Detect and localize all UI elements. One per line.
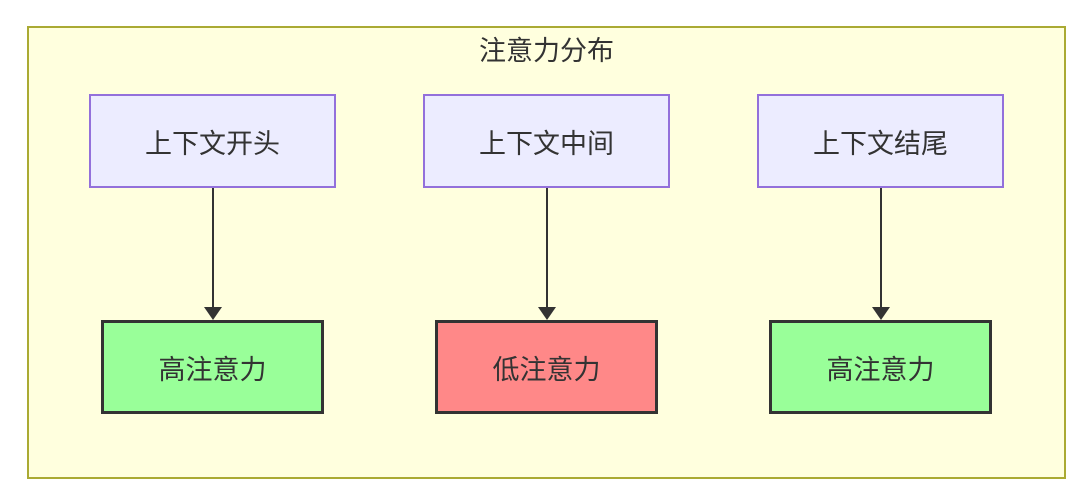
attention-column-end: 上下文结尾 高注意力 [757, 94, 1004, 414]
arrow-down-1 [203, 188, 222, 320]
diagram-columns: 上下文开头 高注意力 上下文中间 低注意力 [29, 94, 1064, 414]
arrow-head-icon [537, 307, 556, 320]
attention-column-start: 上下文开头 高注意力 [89, 94, 336, 414]
diagram-canvas: 注意力分布 上下文开头 高注意力 上下文中间 低 [27, 26, 1066, 479]
arrow-line [879, 188, 882, 308]
node-context-start-label: 上下文开头 [145, 128, 280, 159]
arrow-line [211, 188, 214, 308]
node-high-attention-2: 高注意力 [769, 320, 992, 414]
node-low-attention-label: 低注意力 [492, 354, 601, 385]
node-context-middle-label: 上下文中间 [479, 128, 614, 159]
arrow-down-2 [537, 188, 556, 320]
attention-column-middle: 上下文中间 低注意力 [423, 94, 670, 414]
node-context-end: 上下文结尾 [757, 94, 1004, 188]
node-context-end-label: 上下文结尾 [813, 128, 948, 159]
node-low-attention: 低注意力 [435, 320, 658, 414]
arrow-head-icon [203, 307, 222, 320]
node-context-middle: 上下文中间 [423, 94, 670, 188]
node-high-attention-1: 高注意力 [101, 320, 324, 414]
arrow-down-3 [871, 188, 890, 320]
node-high-attention-1-label: 高注意力 [158, 354, 267, 385]
diagram-title: 注意力分布 [479, 36, 614, 66]
node-high-attention-2-label: 高注意力 [826, 354, 935, 385]
node-context-start: 上下文开头 [89, 94, 336, 188]
arrow-head-icon [871, 307, 890, 320]
arrow-line [545, 188, 548, 308]
